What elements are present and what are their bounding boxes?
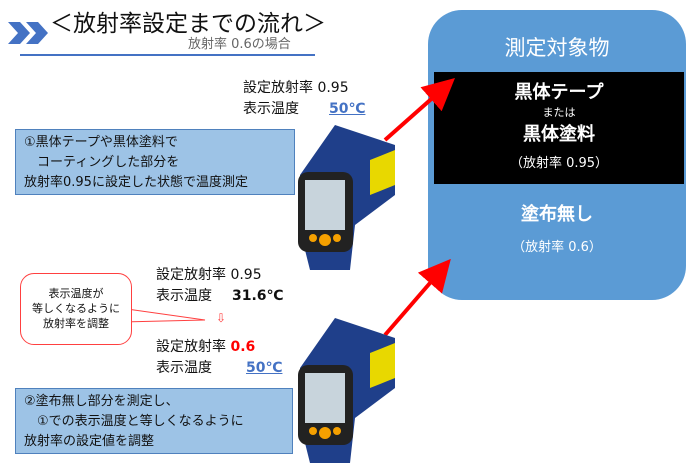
page-title: ＜放射率設定までの流れ＞ bbox=[50, 11, 326, 37]
blackbody-emissivity: （放射率 0.95） bbox=[509, 156, 609, 171]
temp-value: 50℃ bbox=[329, 101, 366, 117]
or-label: または bbox=[542, 106, 576, 119]
adjust-callout: 表示温度が 等しくなるように 放射率を調整 bbox=[20, 273, 132, 345]
step2-readout-after: 設定放射率 0.6 表示温度 50℃ bbox=[156, 337, 282, 379]
box-line: コーティングした部分を bbox=[24, 155, 180, 170]
laser-arrow-2 bbox=[383, 258, 451, 337]
box-line: 放射率の設定値を調整 bbox=[24, 434, 155, 449]
laser-arrow-1 bbox=[383, 78, 455, 142]
box-line: 放射率0.95に設定した状態で温度測定 bbox=[24, 175, 248, 190]
temp-value: 50℃ bbox=[246, 360, 283, 376]
callout-line: 等しくなるように bbox=[32, 302, 120, 315]
blackbody-box: 黒体テープ または 黒体塗料 （放射率 0.95） bbox=[434, 72, 684, 184]
uncoated-label: 塗布無し bbox=[521, 204, 593, 225]
emissivity-label: 設定放射率 bbox=[156, 339, 226, 355]
step1-readout: 設定放射率 0.95 表示温度 50℃ bbox=[243, 78, 365, 120]
temp-label: 表示温度 bbox=[156, 288, 212, 304]
emissivity-label: 設定放射率 bbox=[243, 80, 313, 96]
callout-pointer bbox=[120, 307, 206, 323]
emissivity-label: 設定放射率 bbox=[156, 267, 226, 283]
uncoated-emissivity: （放射率 0.6） bbox=[512, 240, 602, 255]
step1-box: ①黒体テープや黒体塗料で コーティングした部分を 放射率0.95に設定した状態で… bbox=[15, 129, 295, 195]
temp-label: 表示温度 bbox=[156, 360, 212, 376]
emissivity-value: 0.95 bbox=[317, 80, 349, 96]
temp-label: 表示温度 bbox=[243, 101, 299, 117]
step2-box: ②塗布無し部分を測定し、 ①での表示温度と等しくなるように 放射率の設定値を調整 bbox=[15, 388, 293, 454]
emissivity-value: 0.95 bbox=[230, 267, 262, 283]
title-underline bbox=[20, 54, 315, 56]
emissivity-value: 0.6 bbox=[230, 339, 256, 355]
step2-readout-before: 設定放射率 0.95 表示温度 31.6℃ bbox=[156, 265, 284, 307]
box-line: ①黒体テープや黒体塗料で bbox=[24, 135, 178, 150]
panel-title: 測定対象物 bbox=[504, 36, 610, 60]
box-line: ①での表示温度と等しくなるように bbox=[24, 414, 244, 429]
callout-line: 表示温度が bbox=[48, 287, 104, 300]
box-line: ②塗布無し部分を測定し、 bbox=[24, 394, 179, 409]
thermometer-icon bbox=[298, 125, 395, 270]
blackbody-tape-label: 黒体テープ bbox=[514, 82, 604, 103]
thermometer-icon bbox=[298, 318, 395, 463]
blackbody-paint-label: 黒体塗料 bbox=[523, 124, 595, 145]
temp-value: 31.6℃ bbox=[232, 288, 284, 304]
page-subtitle: 放射率 0.6の場合 bbox=[188, 37, 291, 52]
double-chevron-icon bbox=[8, 22, 48, 44]
down-arrow-icon: ⇩ bbox=[216, 311, 227, 325]
callout-line: 放射率を調整 bbox=[43, 317, 109, 330]
